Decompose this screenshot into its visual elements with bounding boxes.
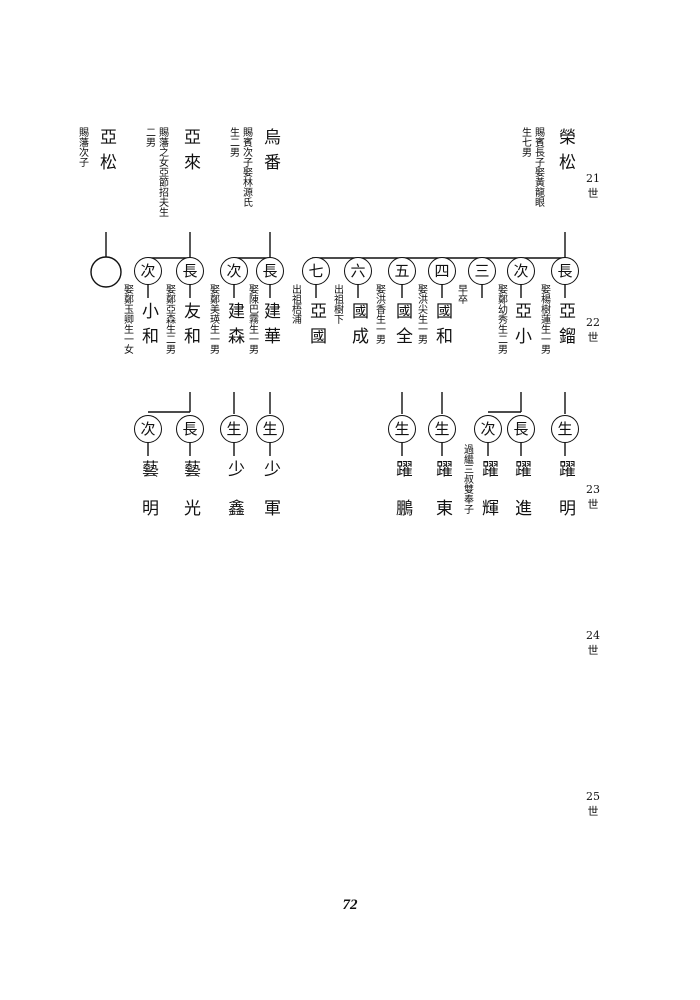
person-name-luopeng: 躍鵬: [392, 460, 412, 538]
marker-guoquan: 五: [388, 257, 416, 285]
person-name-yiming: 藝明: [138, 460, 158, 538]
person-name-wufan: 烏番: [260, 128, 280, 178]
marker-jiansen: 次: [220, 257, 248, 285]
person-name-rongsong: 榮松: [555, 128, 575, 178]
person-note-jiansen: 娶鄭美瑛生一男: [207, 284, 219, 354]
person-note-yalai: 賜藩之女亞節招夫生: [156, 127, 168, 217]
marker-yiming: 次: [134, 415, 162, 443]
person-note-yasong: 賜藩次子: [76, 127, 88, 167]
person-note-wufan-2: 生二男: [227, 127, 239, 157]
person-name-guohe: 國和: [432, 302, 452, 352]
person-name-yiguang: 藝光: [180, 460, 200, 538]
marker-luopeng: 生: [388, 415, 416, 443]
marker-yiguang: 長: [176, 415, 204, 443]
marker-youhe: 長: [176, 257, 204, 285]
person-name-jianhua: 建華: [260, 302, 280, 352]
person-name-yaxiao: 亞小: [511, 302, 531, 352]
person-name-xiaohe: 小和: [138, 302, 158, 352]
marker-guocheng: 六: [344, 257, 372, 285]
person-name-yasong: 亞松: [96, 128, 116, 178]
person-note-yaxiao: 娶鄭幼秀生二男: [495, 284, 507, 354]
person-note-xiaohe: 娶鄭玉卿生一女: [121, 284, 133, 354]
person-note-third-son: 早卒: [455, 284, 467, 304]
marker-luoming: 生: [551, 415, 579, 443]
person-name-luojin: 躍進: [511, 460, 531, 538]
marker-xiaohe: 次: [134, 257, 162, 285]
person-name-luohui: 躍輝: [478, 460, 498, 538]
marker-yaxiao: 次: [507, 257, 535, 285]
person-note-luohui: 過繼三叔雙奉子: [461, 444, 473, 514]
person-name-yaguo: 亞國: [306, 302, 326, 352]
person-note-wufan: 賜賓次子娶林源氏: [240, 127, 252, 207]
person-name-yalai: 亞來: [180, 128, 200, 178]
page-number: 72: [342, 897, 358, 913]
person-note-rongsong-2: 生七男: [519, 127, 531, 157]
person-note-youhe: 娶鄭亞森生二男: [163, 284, 175, 354]
person-name-luoming: 躍明: [555, 460, 575, 538]
marker-shaoxin: 生: [220, 415, 248, 443]
marker-third-son: 三: [468, 257, 496, 285]
person-name-luodong: 躍東: [432, 460, 452, 538]
person-note-rongsong: 賜賓長子娶黃龍眼: [532, 127, 544, 207]
person-note-guoquan: 娶洪香生一男: [373, 284, 385, 344]
marker-shaojun: 生: [256, 415, 284, 443]
marker-yaliu: 長: [551, 257, 579, 285]
empty-descendant-circle: [90, 256, 122, 288]
person-note-guocheng: 出祖樹下: [331, 284, 343, 324]
person-name-yaliu: 亞鎦: [555, 302, 575, 352]
person-note-yaguo: 出祖梧浦: [289, 284, 301, 324]
person-note-yalai-2: 二男: [143, 127, 155, 147]
person-note-guohe: 娶洪尖生一男: [415, 284, 427, 344]
person-note-jianhua: 娶陳巴霧生一男: [246, 284, 258, 354]
marker-luodong: 生: [428, 415, 456, 443]
marker-yaguo: 七: [302, 257, 330, 285]
person-note-yaliu: 娶楊樹蓮生一男: [538, 284, 550, 354]
person-name-shaoxin: 少鑫: [224, 460, 244, 538]
marker-luojin: 長: [507, 415, 535, 443]
person-name-jiansen: 建森: [224, 302, 244, 352]
marker-guohe: 四: [428, 257, 456, 285]
marker-luohui: 次: [474, 415, 502, 443]
person-name-guocheng: 國成: [348, 302, 368, 352]
marker-jianhua: 長: [256, 257, 284, 285]
person-name-guoquan: 國全: [392, 302, 412, 352]
person-name-youhe: 友和: [180, 302, 200, 352]
person-name-shaojun: 少軍: [260, 460, 280, 538]
